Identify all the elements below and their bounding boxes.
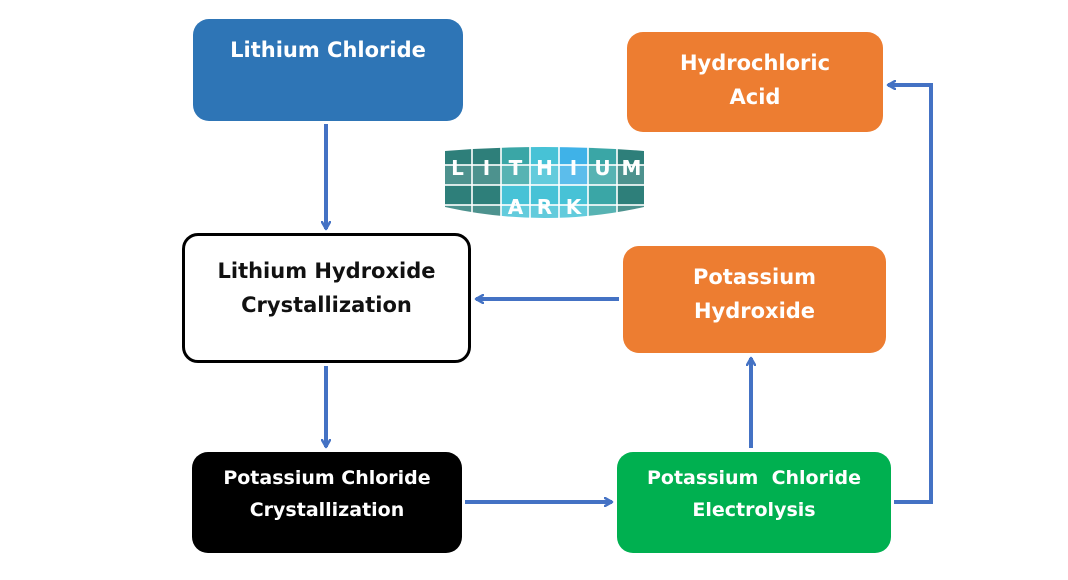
logo-tile [588,147,617,165]
node-label: Crystallization [249,499,405,521]
logo-tile [501,147,530,165]
node-potassium-hydroxide: Potassium Hydroxide [623,246,886,353]
node-label: Lithium Hydroxide [217,259,436,283]
node-label: Potassium [692,265,817,289]
logo-letter: I [570,156,577,180]
node-lithium-chloride: Lithium Chloride [193,19,463,121]
logo-tile [472,165,501,185]
node-potassium-chloride-crystallization: Potassium Chloride Crystallization [192,452,462,553]
node-label: Hydrochloric [679,51,831,75]
logo-tile [445,147,472,165]
logo-tile [617,205,644,218]
logo-tile [472,205,501,218]
logo-letter: H [536,156,553,180]
logo-letter: L [451,156,464,180]
node-label: Acid [729,85,781,109]
logo-tile [617,147,644,165]
node-lithium-hydroxide-crystallization: Lithium Hydroxide Crystallization [182,233,471,363]
node-label: Potassium Chloride [647,467,861,489]
logo-tile [617,185,644,205]
logo-tile [588,185,617,205]
logo-tile [588,205,617,218]
logo-letter: I [483,156,490,180]
logo-letter: K [566,195,583,219]
logo-letter: T [509,156,523,180]
logo-tile [559,185,588,205]
logo-tile [530,205,559,218]
node-label: Crystallization [241,293,412,317]
node-label: Hydroxide [693,299,816,323]
logo-tile [501,185,530,205]
logo-tile [530,165,559,185]
logo-tile [559,147,588,165]
node-hydrochloric-acid: Hydrochloric Acid [627,32,883,132]
logo-tile [530,185,559,205]
logo-tile [445,205,472,218]
logo-letter: U [594,156,610,180]
logo-tile [472,147,501,165]
node-label: Lithium Chloride [230,38,426,62]
logo-letter: M [622,156,642,180]
logo-letter: A [508,195,524,219]
logo-tile [445,185,472,205]
logo-tile [445,165,472,185]
node-potassium-chloride-electrolysis: Potassium Chloride Electrolysis [617,452,891,553]
logo-letter: R [537,195,552,219]
logo-tile [501,205,530,218]
logo-tile [559,165,588,185]
logo-tile [530,147,559,165]
logo-tile [501,165,530,185]
logo-tile [472,185,501,205]
logo-tile [588,165,617,185]
arrow-kcle-to-hcl [888,85,933,504]
logo-tile [617,165,644,185]
logo-tile [559,205,588,218]
node-label: Electrolysis [692,499,816,521]
node-label: Potassium Chloride [223,467,431,489]
